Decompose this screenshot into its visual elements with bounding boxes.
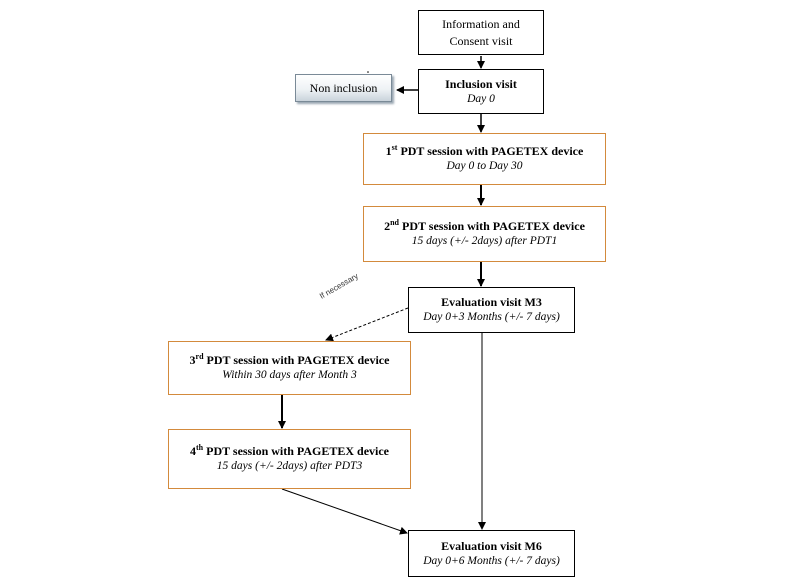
m3-sub: Day 0+3 Months (+/- 7 days)	[423, 311, 560, 324]
pdt4-box: 4th PDT session with PAGETEX device 15 d…	[168, 429, 411, 489]
pdt2-title-text: PDT session with PAGETEX device	[399, 219, 585, 234]
non-inclusion-label: Non inclusion	[309, 80, 378, 95]
pdt1-sub: Day 0 to Day 30	[446, 160, 523, 173]
pdt1-title: 1st PDT session with PAGETEX device	[386, 143, 584, 159]
pdt3-title: 3rd PDT session with PAGETEX device	[190, 352, 390, 368]
pdt1-sup: st	[391, 143, 398, 153]
info-line-2: Consent visit	[449, 33, 513, 48]
pdt2-box: 2nd PDT session with PAGETEX device 15 d…	[363, 206, 606, 262]
arrow-m3-to-pdt3-dashed	[325, 307, 409, 342]
pdt3-title-text: PDT session with PAGETEX device	[203, 353, 390, 368]
m6-title: Evaluation visit M6	[441, 538, 542, 553]
info-line-1: Information and	[442, 17, 520, 32]
pdt3-num: 3	[189, 353, 196, 368]
inclusion-title: Inclusion visit	[445, 76, 517, 91]
pdt3-box: 3rd PDT session with PAGETEX device With…	[168, 341, 411, 395]
non-inclusion-box: Non inclusion	[295, 74, 392, 102]
pdt1-num: 1	[385, 144, 392, 159]
pdt2-sup: nd	[390, 218, 399, 228]
pdt4-title-text: PDT session with PAGETEX device	[203, 444, 390, 459]
info-consent-box: Information and Consent visit	[418, 10, 544, 55]
inclusion-sub: Day 0	[467, 92, 495, 105]
arrow-pdt4-to-m6	[281, 488, 408, 535]
pdt3-sub: Within 30 days after Month 3	[222, 369, 357, 382]
m6-sub: Day 0+6 Months (+/- 7 days)	[423, 554, 560, 567]
pdt1-box: 1st PDT session with PAGETEX device Day …	[363, 133, 606, 185]
pdt4-num: 4	[189, 444, 196, 459]
m3-title: Evaluation visit M3	[441, 295, 542, 310]
dot-mark	[367, 71, 369, 73]
pdt2-sub: 15 days (+/- 2days) after PDT1	[411, 235, 558, 248]
evaluation-m6-box: Evaluation visit M6 Day 0+6 Months (+/- …	[408, 530, 575, 577]
pdt3-sup: rd	[195, 352, 204, 362]
pdt2-title: 2nd PDT session with PAGETEX device	[384, 218, 585, 234]
pdt4-title: 4th PDT session with PAGETEX device	[190, 443, 389, 459]
inclusion-visit-box: Inclusion visit Day 0	[418, 69, 544, 114]
pdt2-num: 2	[384, 219, 391, 234]
pdt4-sub: 15 days (+/- 2days) after PDT3	[216, 460, 363, 473]
pdt1-title-text: PDT session with PAGETEX device	[397, 144, 584, 159]
evaluation-m3-box: Evaluation visit M3 Day 0+3 Months (+/- …	[408, 287, 575, 333]
pdt4-sup: th	[195, 443, 204, 453]
